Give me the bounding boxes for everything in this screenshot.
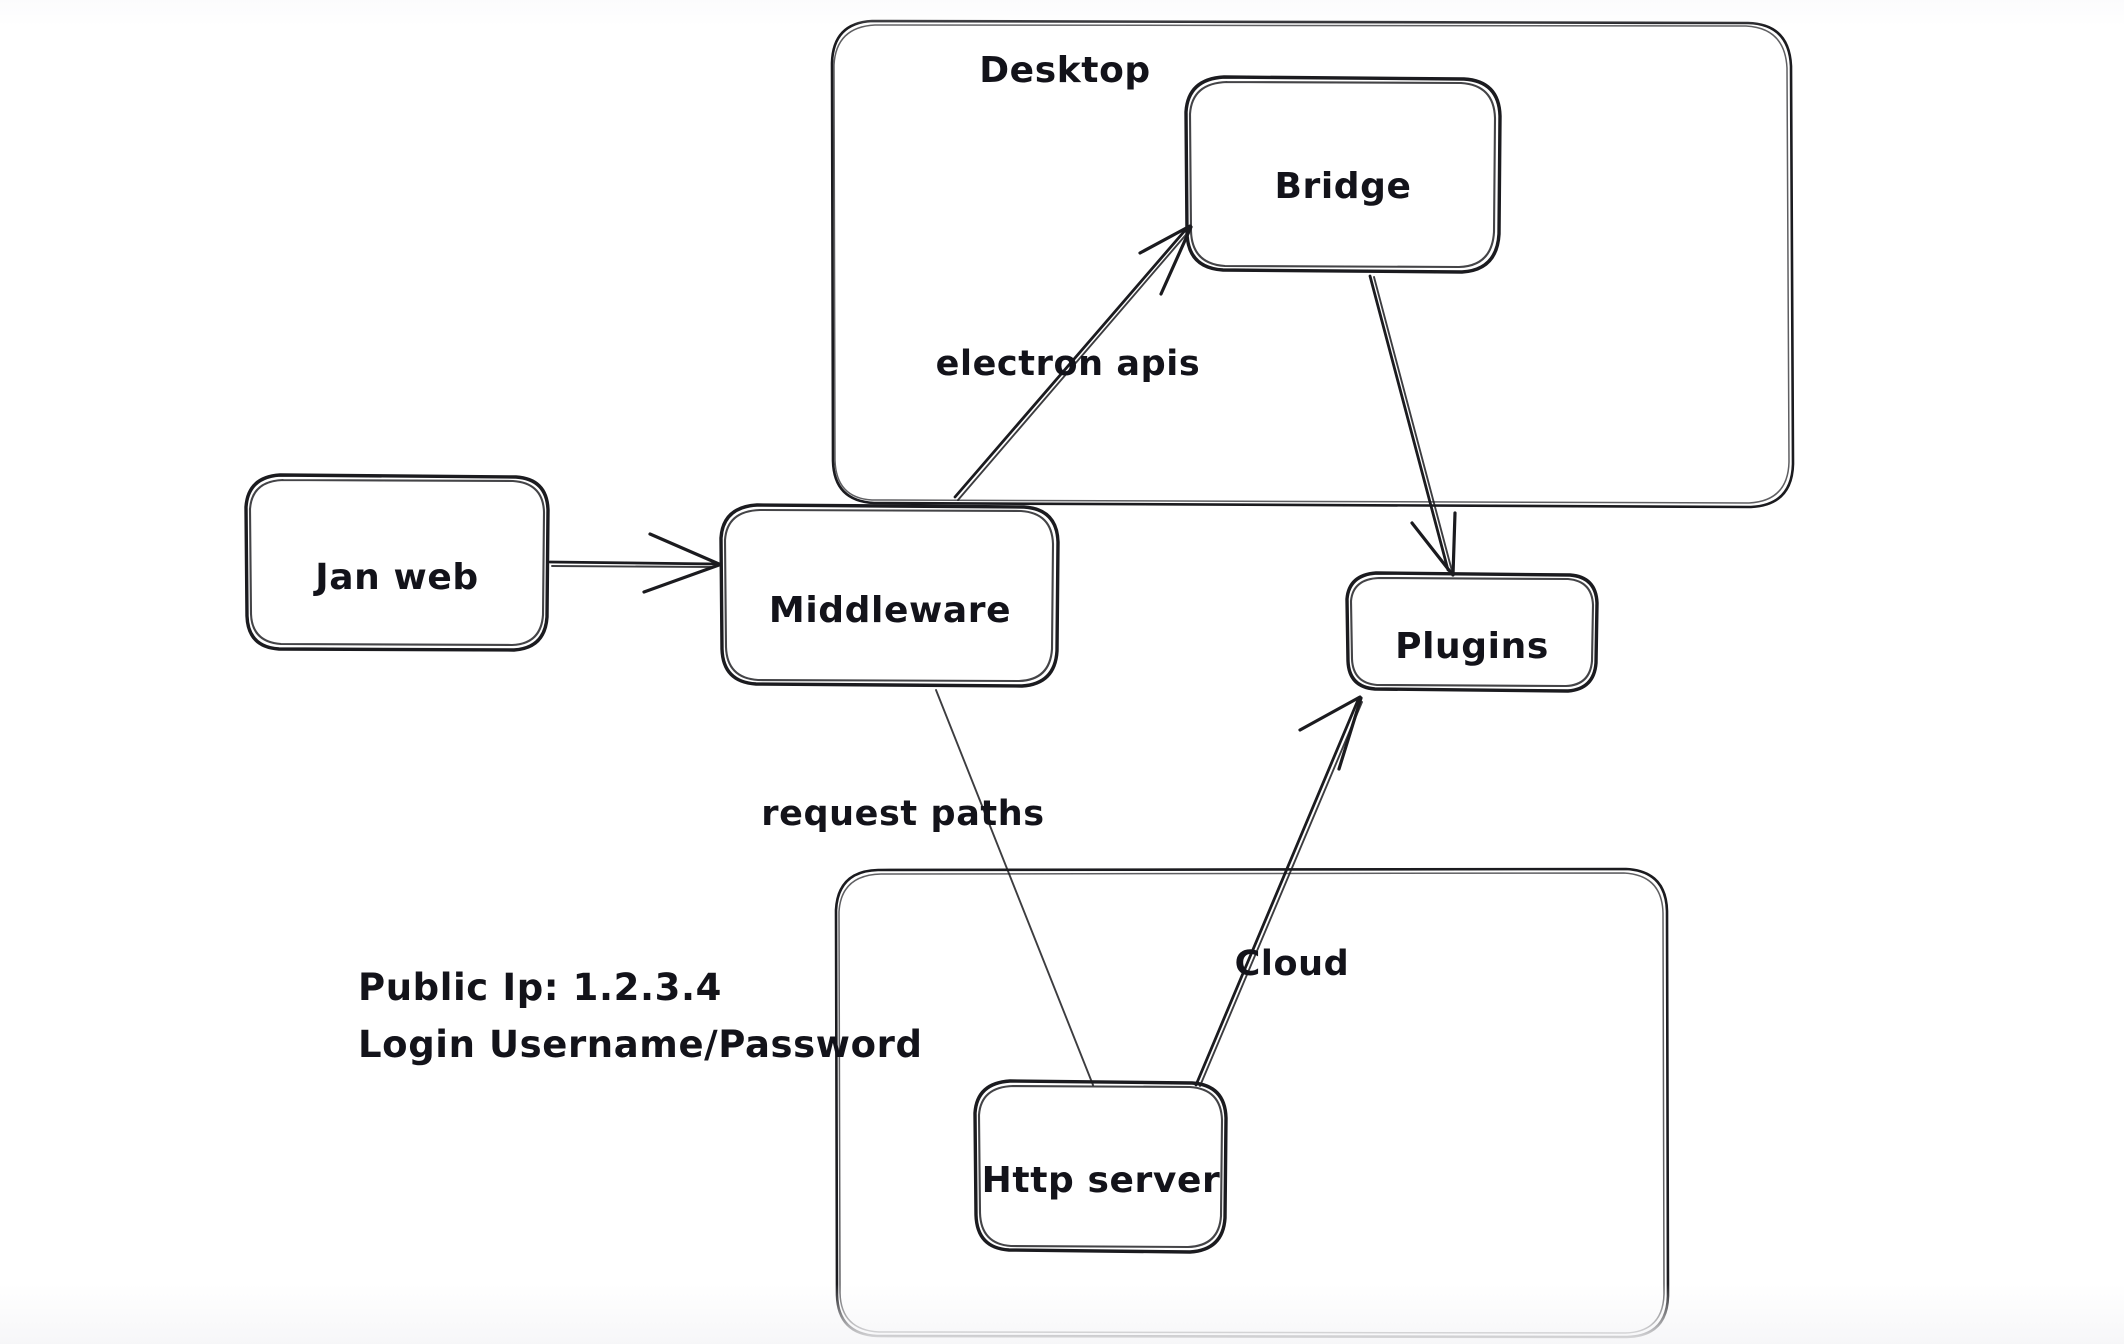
edge-middleware-to-http-server[interactable]: request paths bbox=[761, 689, 1094, 1086]
note-line-login: Login Username/Password bbox=[358, 1023, 923, 1066]
edge-label-request-paths: request paths bbox=[761, 794, 1044, 834]
edge-bridge-to-plugins[interactable] bbox=[1368, 274, 1457, 577]
node-plugins[interactable]: Plugins bbox=[1345, 571, 1599, 693]
node-jan-web[interactable]: Jan web bbox=[244, 473, 550, 652]
group-cloud[interactable] bbox=[834, 867, 1670, 1339]
node-label-middleware: Middleware bbox=[769, 590, 1011, 631]
group-desktop[interactable]: Desktop bbox=[830, 19, 1795, 509]
edge-jan-web-to-middleware[interactable] bbox=[548, 532, 721, 594]
node-middleware[interactable]: Middleware bbox=[719, 503, 1060, 688]
note-line-public-ip: Public Ip: 1.2.3.4 bbox=[358, 966, 722, 1009]
edge-label-cloud: Cloud bbox=[1235, 944, 1350, 984]
edge-label-electron-apis: electron apis bbox=[936, 344, 1201, 384]
group-label-desktop: Desktop bbox=[979, 50, 1151, 91]
node-label-http-server: Http server bbox=[982, 1160, 1221, 1201]
node-http-server[interactable]: Http server bbox=[973, 1079, 1228, 1254]
node-label-jan-web: Jan web bbox=[312, 557, 479, 598]
node-label-plugins: Plugins bbox=[1395, 626, 1549, 667]
edge-middleware-to-bridge[interactable]: electron apis bbox=[936, 224, 1201, 501]
connection-note: Public Ip: 1.2.3.4 Login Username/Passwo… bbox=[358, 966, 923, 1066]
node-label-bridge: Bridge bbox=[1274, 166, 1411, 207]
node-bridge[interactable]: Bridge bbox=[1184, 75, 1502, 274]
edge-http-server-to-plugins[interactable]: Cloud bbox=[1194, 695, 1363, 1087]
